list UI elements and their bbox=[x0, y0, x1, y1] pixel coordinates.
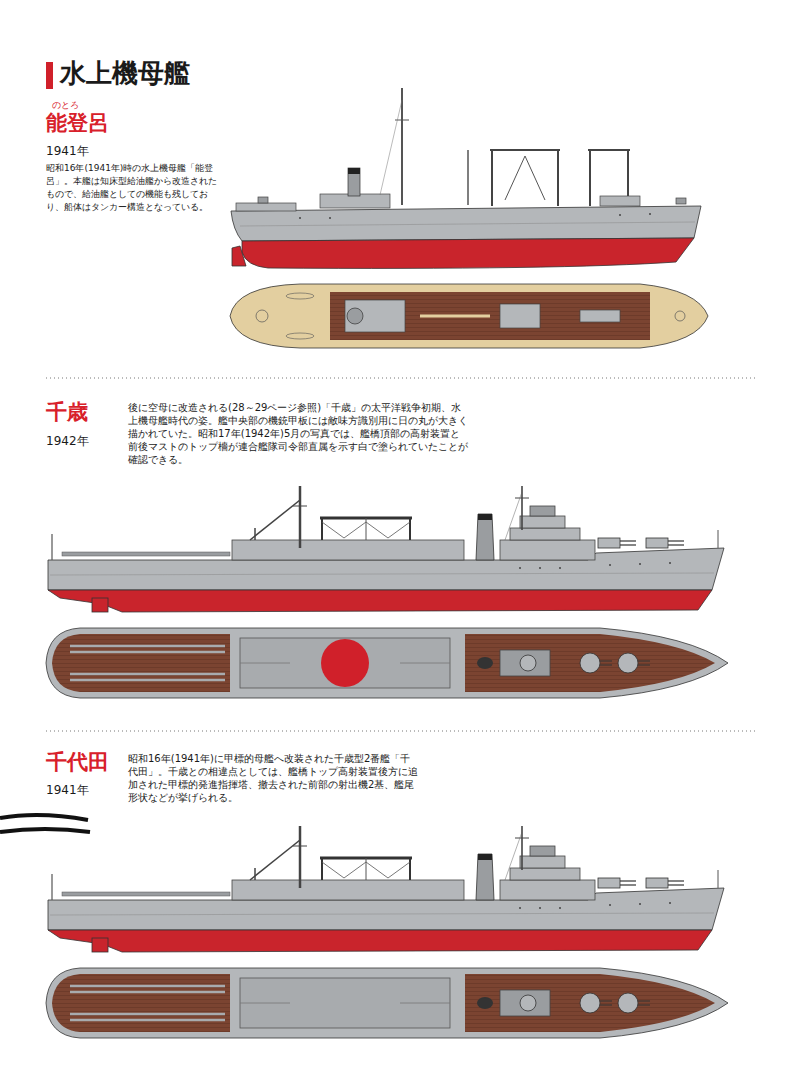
ship-description: 昭和16年(1941年)時の水上機母艦「能登呂」。本艦は知床型給油艦から改造され… bbox=[46, 162, 222, 214]
ship-name: 千歳 bbox=[46, 400, 88, 425]
hinomaru bbox=[321, 639, 369, 687]
ship-name: 千代田 bbox=[46, 750, 109, 775]
pen-mark bbox=[0, 829, 90, 832]
ship-description: 昭和16年(1941年)に甲標的母艦へ改装された千歳型2番艦「千代田」。千歳との… bbox=[128, 752, 420, 804]
ruby-reading: のとろ bbox=[52, 100, 79, 111]
ship-description: 後に空母に改造される(28～29ページ参照)「千歳」の太平洋戦争初期、水上機母艦… bbox=[128, 401, 468, 466]
title-bar bbox=[46, 62, 53, 89]
notoro-profile bbox=[231, 88, 701, 268]
chiyoda-drawings bbox=[46, 826, 728, 1038]
chitose-plan bbox=[46, 628, 728, 698]
year-label: 1942年 bbox=[46, 434, 89, 448]
year-label: 1941年 bbox=[46, 144, 89, 158]
section-divider bbox=[46, 731, 757, 732]
ship-name: 能登呂 bbox=[46, 111, 109, 136]
year-label: 1941年 bbox=[46, 783, 89, 797]
pen-mark bbox=[0, 815, 88, 820]
section-divider bbox=[46, 378, 757, 379]
notoro-plan bbox=[230, 284, 708, 348]
chitose-profile bbox=[48, 486, 724, 612]
page-title: 水上機母艦 bbox=[60, 57, 190, 89]
